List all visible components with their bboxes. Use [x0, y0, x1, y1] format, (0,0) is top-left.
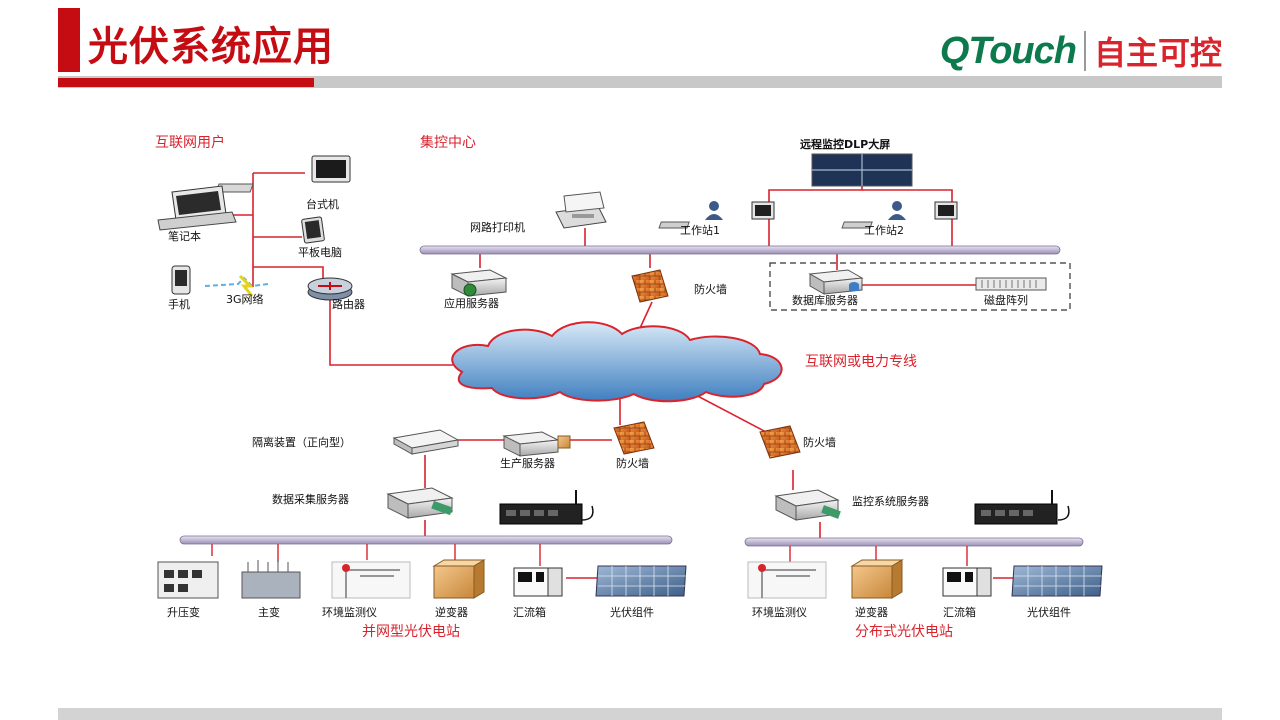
workstation2-icon: [841, 201, 958, 229]
app-server-label: 应用服务器: [444, 296, 499, 310]
inverter-dist-icon: [850, 559, 904, 599]
zone-distributed-station: 分布式光伏电站: [855, 624, 953, 640]
phone-label: 手机: [168, 297, 190, 311]
env-monitor-grid-icon: [331, 561, 411, 599]
monitor-server-icon: [774, 489, 841, 521]
step-up-transformer-icon: [157, 561, 219, 599]
env-monitor-dist-icon: [747, 561, 827, 599]
dist-item-1-label: 逆变器: [855, 605, 888, 619]
db-server-icon: [808, 269, 864, 295]
dist-bus-drops: [789, 546, 968, 566]
firewall-left-icon: [613, 421, 655, 455]
grid-item-3-label: 逆变器: [435, 605, 468, 619]
phone-icon: [171, 265, 191, 295]
zone-control-center: 集控中心: [420, 134, 476, 151]
disk-array-label: 磁盘阵列: [984, 293, 1028, 307]
firewall-top-label: 防火墙: [694, 282, 727, 296]
laptop-label: 笔记本: [168, 229, 201, 243]
tablet-label: 平板电脑: [298, 245, 342, 259]
router-label: 路由器: [332, 297, 365, 311]
page-title: 光伏系统应用: [88, 24, 334, 70]
grid-item-1-label: 主变: [258, 605, 280, 619]
distributed-station-bus: [744, 537, 1084, 547]
dlp-screen-icon: [811, 153, 913, 187]
firewall-top-icon: [631, 269, 669, 303]
desktop-label: 台式机: [306, 197, 339, 211]
desktop-icon: [215, 155, 351, 193]
isolation-device-label: 隔离装置（正向型）: [252, 435, 351, 449]
db-server-label: 数据库服务器: [792, 293, 858, 307]
firewall-right-icon: [759, 425, 801, 459]
collect-server-label: 数据采集服务器: [272, 492, 349, 506]
title-accent-bar: [58, 8, 80, 72]
disk-array-icon: [975, 277, 1047, 291]
inverter-grid-icon: [432, 559, 486, 599]
isolation-device-icon: [392, 429, 460, 455]
storage-group-box: [769, 262, 1071, 311]
pv-panel-grid-icon: [595, 565, 687, 597]
prod-server-label: 生产服务器: [500, 456, 555, 470]
footer-bar: [58, 708, 1222, 720]
zone-cloud-label: 互联网或电力专线: [805, 354, 917, 370]
grid-station-bus: [179, 535, 673, 545]
header-divider-gray: [58, 76, 1222, 88]
workstation1-icon: [658, 201, 775, 229]
workstation2-label: 工作站2: [864, 223, 904, 237]
wireless-3g-icon: [204, 274, 269, 297]
grid-item-0-label: 升压变: [167, 605, 200, 619]
dist-item-2-label: 汇流箱: [943, 605, 976, 619]
dist-item-3-label: 光伏组件: [1027, 605, 1071, 619]
brand-logo: QTouch 自主可控: [940, 28, 1222, 74]
collect-server-icon: [386, 487, 454, 519]
dist-item-0-label: 环境监测仪: [752, 605, 807, 619]
dlp-label: 远程监控DLP大屏: [800, 137, 890, 151]
laptop-icon: [157, 185, 237, 231]
cloud-icon: [451, 321, 783, 403]
monitor-server-label: 监控系统服务器: [852, 494, 929, 508]
brand-separator: [1083, 31, 1086, 71]
combiner-box-dist-icon: [942, 567, 992, 597]
zone-grid-station: 并网型光伏电站: [362, 624, 460, 640]
main-transformer-icon: [241, 560, 301, 599]
grid-item-2-label: 环境监测仪: [322, 605, 377, 619]
printer-icon: [555, 191, 607, 229]
data-logger-left-icon: [499, 490, 594, 525]
firewall-left-label: 防火墙: [616, 456, 649, 470]
header-divider-red: [58, 78, 314, 87]
router-icon: [307, 277, 353, 301]
firewall-right-label: 防火墙: [803, 435, 836, 449]
app-server-icon: [450, 269, 508, 297]
combiner-box-grid-icon: [513, 567, 563, 597]
pv-panel-dist-icon: [1011, 565, 1103, 597]
prod-server-icon: [502, 431, 571, 457]
grid-item-5-label: 光伏组件: [610, 605, 654, 619]
zone-internet-users: 互联网用户: [155, 134, 225, 151]
data-logger-right-icon: [974, 490, 1070, 525]
control-center-bus: [419, 245, 1061, 255]
brand-logo-en: QTouch: [939, 29, 1077, 72]
workstation1-label: 工作站1: [680, 223, 720, 237]
tablet-icon: [301, 216, 325, 244]
net-3g-label: 3G网络: [226, 292, 264, 306]
printer-label: 网路打印机: [470, 220, 525, 234]
brand-logo-cn: 自主可控: [1093, 34, 1222, 72]
grid-item-4-label: 汇流箱: [513, 605, 546, 619]
